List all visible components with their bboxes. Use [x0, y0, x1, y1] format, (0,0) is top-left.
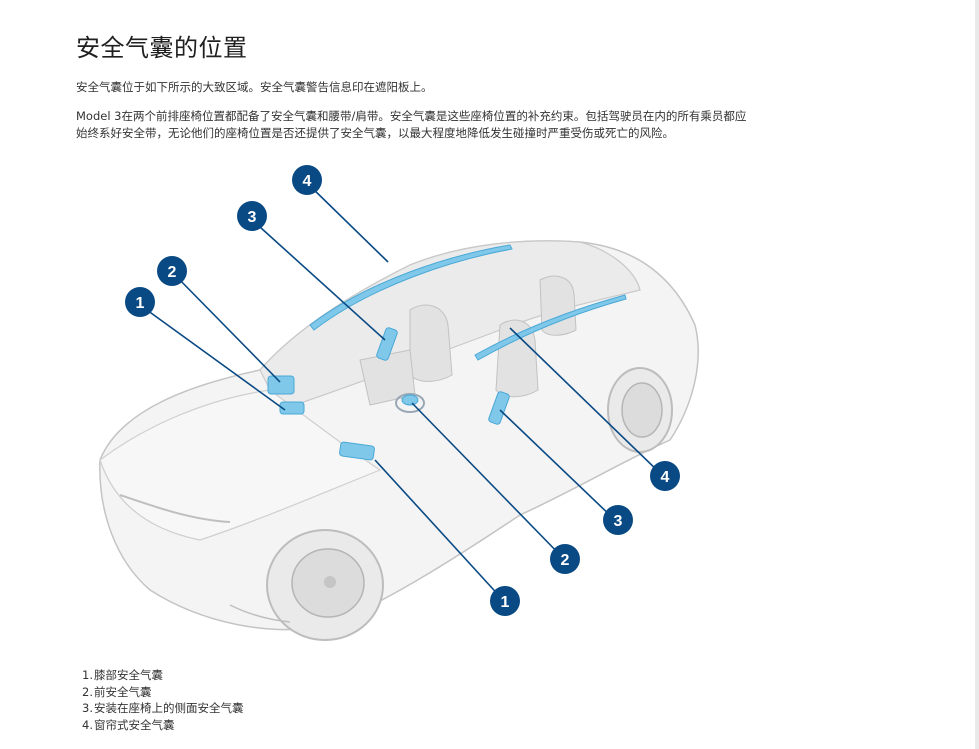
page-title: 安全气囊的位置 — [76, 34, 248, 62]
leader-lines — [139, 183, 663, 601]
curtain-airbag-right — [474, 294, 627, 361]
callout-label: 2 — [561, 552, 570, 569]
callout-1-right: 1 — [490, 586, 520, 616]
knee-airbag-driver — [339, 441, 375, 461]
front-airbag-driver — [401, 394, 419, 406]
front-airbag-passenger — [267, 375, 295, 395]
list-label: 窗帘式安全气囊 — [94, 717, 175, 732]
steering-wheel — [395, 393, 425, 413]
scrollbar-track — [975, 0, 979, 749]
callout-label: 2 — [168, 264, 177, 281]
list-number: 1. — [82, 668, 93, 682]
callout-1-left: 1 — [125, 287, 155, 317]
callout-2-right: 2 — [550, 544, 580, 574]
curtain-airbag-left — [309, 244, 513, 331]
list-item: 4. 窗帘式安全气囊 — [82, 717, 244, 734]
callout-label: 3 — [614, 513, 623, 530]
callout-4-right: 4 — [650, 461, 680, 491]
seat-airbag-right — [488, 391, 510, 425]
callout-label: 4 — [661, 469, 670, 486]
list-label: 安装在座椅上的侧面安全气囊 — [94, 701, 244, 715]
callout-label: 1 — [136, 295, 145, 312]
list-number: 4. — [82, 717, 93, 732]
callout-4-left: 4 — [292, 165, 322, 195]
airbag-location-diagram: 1 2 3 4 4 3 2 1 — [80, 160, 710, 645]
body-paragraph: Model 3在两个前排座椅位置都配备了安全气囊和腰带/肩带。安全气囊是这些座椅… — [76, 109, 747, 140]
car-hood — [99, 389, 382, 541]
list-label: 前安全气囊 — [94, 684, 152, 699]
callout-label: 4 — [303, 173, 312, 190]
rear-wheel — [607, 367, 673, 453]
callout-label: 1 — [501, 594, 510, 611]
airbags — [267, 244, 627, 461]
callout-2-left: 2 — [157, 256, 187, 286]
list-item: 2. 前安全气囊 — [82, 684, 244, 701]
list-label: 膝部安全气囊 — [94, 668, 163, 682]
intro-paragraph: 安全气囊位于如下所示的大致区域。安全气囊警告信息印在遮阳板上。 — [76, 80, 433, 94]
knee-airbag-passenger — [279, 401, 305, 415]
list-item: 1. 膝部安全气囊 — [82, 667, 244, 684]
front-wheel — [266, 529, 384, 641]
callout-3-right: 3 — [603, 505, 633, 535]
callout-label: 3 — [248, 209, 257, 226]
front-bumper-line — [119, 494, 231, 523]
car-illustration: 1 2 3 4 4 3 2 1 — [99, 165, 699, 641]
list-number: 3. — [82, 701, 93, 715]
list-number: 2. — [82, 684, 93, 699]
airbag-legend: 1. 膝部安全气囊 2. 前安全气囊 3. 安装在座椅上的侧面安全气囊 4. 窗… — [82, 667, 244, 733]
list-item: 3. 安装在座椅上的侧面安全气囊 — [82, 700, 244, 717]
seat-airbag-left — [376, 327, 398, 361]
callout-3-left: 3 — [237, 201, 267, 231]
